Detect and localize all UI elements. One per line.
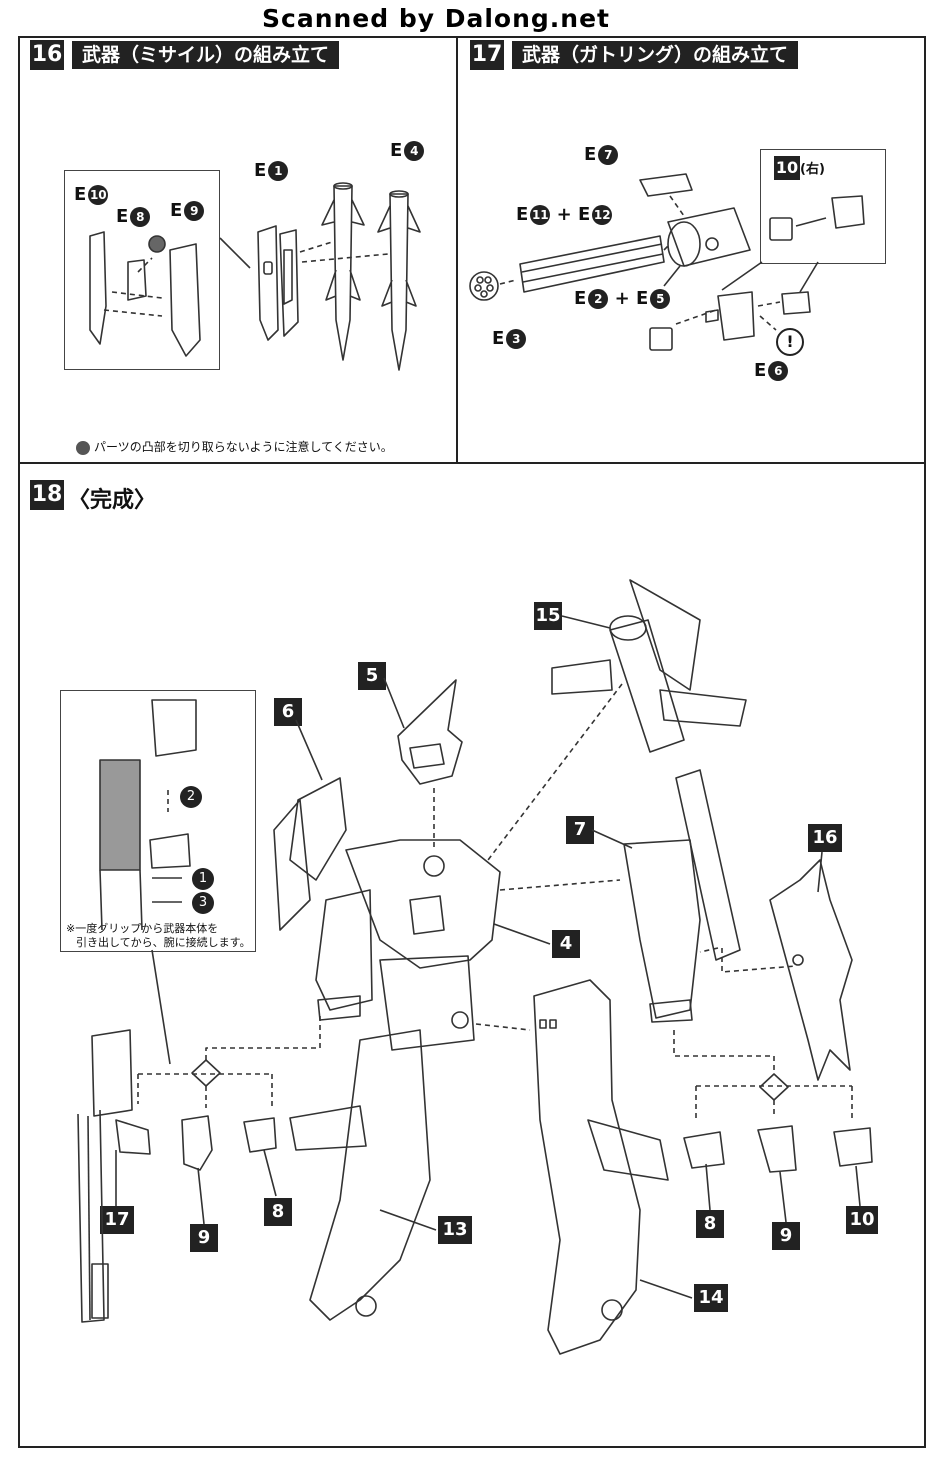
arrow-line	[795, 217, 827, 227]
callout-10-right: 10	[846, 1206, 878, 1234]
inset-leader-line	[151, 949, 171, 1065]
guide-lines-16	[103, 241, 389, 317]
part-number-badge: 7	[598, 145, 619, 165]
mecha-right-arm	[623, 769, 741, 1023]
e-letter: E	[74, 184, 87, 205]
mecha-waist	[379, 955, 475, 1051]
part-callout: 10	[774, 156, 800, 180]
inset-leader-lines	[721, 261, 819, 293]
mecha-right-leg	[533, 979, 669, 1355]
step17-inset-label: 10(右)	[774, 156, 825, 180]
part-number-badge: 10	[88, 185, 109, 205]
inset-side: (右)	[800, 162, 825, 177]
part-number-badge: 3	[506, 329, 527, 349]
missile-pod-16	[769, 859, 853, 1081]
callout-7: 7	[566, 816, 594, 844]
part-number-badge: 8	[130, 207, 151, 227]
inset-note-line2: 引き出してから、腕に接続します。	[76, 936, 251, 949]
mecha-wing-pack	[551, 579, 747, 753]
callout-17: 17	[100, 1206, 134, 1234]
gatling-top-part	[639, 173, 693, 197]
gatling-drum	[667, 207, 751, 267]
callout-15: 15	[534, 602, 562, 630]
e-letter: E	[390, 140, 403, 161]
hand-option-diamonds	[191, 1059, 789, 1101]
alert-icon: !	[776, 328, 804, 356]
missile-launcher	[257, 225, 299, 341]
guide-lines-17	[499, 195, 781, 331]
e-letter: E	[116, 206, 129, 227]
mecha-left-arm	[273, 799, 373, 1021]
callout-9-right: 9	[772, 1222, 800, 1250]
callout-13: 13	[438, 1216, 472, 1244]
callout-16: 16	[808, 824, 842, 852]
hand-parts	[181, 1115, 873, 1173]
leader-line	[219, 237, 251, 269]
callout-8-left: 8	[264, 1198, 292, 1226]
step16-title: 武器（ミサイル）の組み立て	[72, 41, 340, 69]
e-letter: E	[170, 200, 183, 221]
inset-step-1: 1	[190, 868, 214, 890]
part-number-badge: 11	[530, 205, 551, 225]
part-number-badge: 12	[592, 205, 613, 225]
inset-step-2: 2	[178, 786, 202, 808]
mecha-torso	[289, 777, 501, 969]
callout-leaders	[115, 615, 861, 1299]
guide-lines-18	[137, 683, 853, 1118]
step18-number: 18	[30, 480, 64, 510]
mecha-left-leg	[289, 1029, 431, 1321]
part-number-badge: 1	[268, 161, 289, 181]
step16-number: 16	[30, 40, 64, 70]
step17-title: 武器（ガトリング）の組み立て	[512, 41, 799, 69]
callout-4: 4	[552, 930, 580, 958]
weapon-inset-art	[99, 699, 197, 931]
part-number-badge: 4	[404, 141, 425, 161]
gatling-grip	[705, 291, 755, 341]
part-number-badge: 5	[650, 289, 671, 309]
arrow-lines	[152, 877, 182, 903]
step18-frame	[18, 462, 926, 1448]
gatling-barrels	[469, 235, 665, 301]
part-number-badge: 2	[588, 289, 609, 309]
step18-title: 〈完成〉	[68, 488, 157, 513]
scan-banner: Scanned by Dalong.net	[262, 4, 611, 33]
step16-caution: パーツの凸部を切り取らないように注意してください。	[76, 438, 393, 455]
callout-9-left: 9	[190, 1224, 218, 1252]
ammo-blocks	[649, 195, 865, 351]
leader-line	[663, 265, 681, 287]
missile-e4	[377, 190, 421, 371]
callout-14: 14	[694, 1284, 728, 1312]
e-letter: E	[254, 160, 267, 181]
callout-8-right: 8	[696, 1210, 724, 1238]
inset-16-parts	[89, 231, 201, 357]
missile-e1	[321, 182, 365, 361]
callout-5: 5	[358, 662, 386, 690]
caution-icon	[76, 440, 90, 455]
step18-weapon-inset	[60, 690, 256, 952]
part-number-badge: 6	[768, 361, 789, 381]
gatling-weapon-17	[77, 1029, 151, 1323]
part-number-badge: 9	[184, 201, 205, 221]
step17-number: 17	[470, 40, 504, 70]
mecha-head	[397, 679, 463, 785]
inset-step-3: 3	[190, 892, 214, 914]
